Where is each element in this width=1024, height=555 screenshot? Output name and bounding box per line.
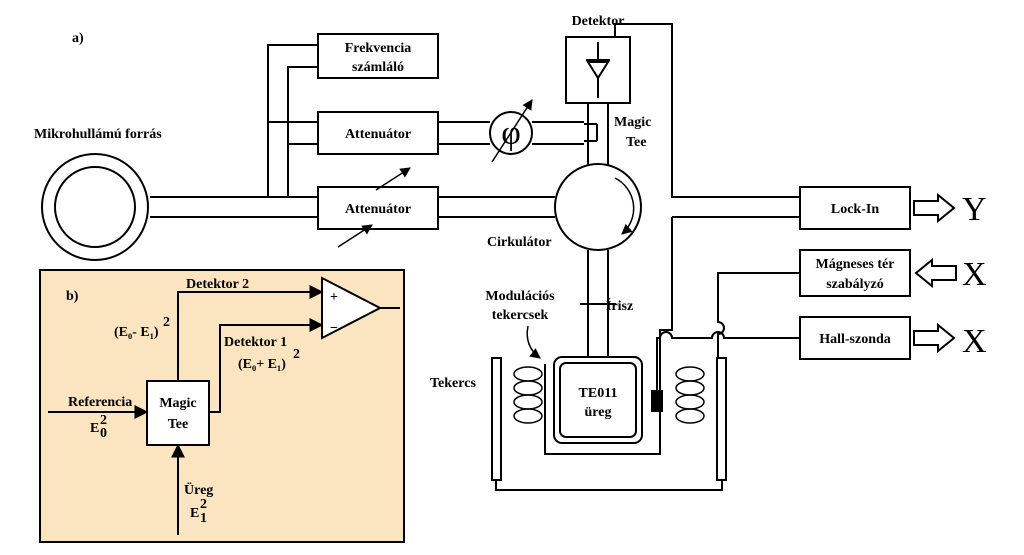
inset-cavity-label: Üreg [184, 481, 213, 498]
microwave-source-label: Mikrohullámú forrás [34, 127, 162, 142]
inset-detector1-line [209, 318, 324, 413]
inset-sum-expr: (E₀+ E₁) [238, 357, 286, 372]
lockin-output-arrow [913, 192, 956, 224]
inset-reference-sup: 2 [100, 413, 107, 428]
diode-icon [586, 42, 610, 98]
attenuator-adjust-arrow-lower [337, 224, 373, 248]
magic-tee-label-1: Magic [614, 115, 651, 130]
attenuator-top-box [317, 111, 439, 155]
inset-diff-expr: (E₀- E₁) [114, 325, 159, 340]
inset-cavity-sup: 2 [200, 497, 207, 512]
magnet-pole-right [716, 357, 727, 481]
inset-reference-e: E [90, 421, 99, 436]
circulator-direction-arrow [614, 177, 635, 235]
lockin-box [799, 186, 911, 230]
magnet-pole-left [491, 357, 502, 481]
field-controller-wire [717, 272, 800, 358]
attenuator-adjust-arrow-upper [375, 167, 411, 191]
hall-probe-output-arrow [913, 322, 956, 354]
inset-minus-sign: − [330, 321, 338, 336]
attenuator-bottom-box [317, 186, 439, 230]
attenuator-top-label: Attenuátor [345, 127, 411, 142]
magic-tee-label-2: Tee [626, 135, 646, 150]
inset-magic-tee-box [146, 380, 210, 446]
part-a-label: a) [72, 31, 84, 46]
phase-adjust-arrow [491, 99, 533, 163]
inset-reference-label: Referencia [68, 395, 132, 410]
circulator [554, 163, 642, 251]
inset-sum-square: 2 [293, 347, 300, 362]
inset-reference-sub: 0 [100, 426, 107, 441]
input-x-label: X [962, 256, 987, 293]
field-controller-label-1: Mágneses tér [816, 257, 895, 272]
magic-tee-symbol [584, 123, 598, 142]
inset-magic-tee-label-2: Tee [168, 417, 188, 432]
inset-diff-square: 2 [163, 315, 170, 330]
inset-magic-tee-label-1: Magic [159, 396, 196, 411]
hall-probe-box [799, 316, 911, 360]
attenuator-bottom-label: Attenuátor [345, 202, 411, 217]
hall-probe-element [651, 390, 663, 412]
inset-comparator [321, 276, 383, 340]
hall-probe-label: Hall-szonda [819, 332, 891, 347]
part-b-label: b) [66, 289, 79, 304]
modulation-coils-label-2: tekercsek [492, 308, 549, 323]
cavity-label-1: TE011 [579, 386, 618, 401]
coil-label: Tekercs [430, 376, 476, 391]
lockin-label: Lock-In [831, 202, 879, 217]
cavity-label-2: üreg [585, 405, 612, 420]
iris-label: Írisz [606, 297, 633, 314]
field-controller-label-2: szabályzó [826, 277, 884, 292]
inset-detector2-label: Detektor 2 [186, 277, 249, 292]
magnet-yoke-wire [495, 480, 723, 491]
output-x-label: X [962, 323, 987, 360]
inset-detector1-label: Detektor 1 [224, 335, 287, 350]
detector-label: Detektor [572, 14, 625, 29]
inset-cavity-e: E [190, 506, 199, 521]
microwave-source [41, 153, 149, 261]
inset-cavity-sub: 1 [200, 511, 207, 526]
modulation-coil-right [675, 366, 705, 424]
frequency-counter-box [317, 33, 439, 79]
field-controller-input-arrow [914, 257, 957, 289]
cavity-inner [559, 362, 637, 438]
modulation-coils-label-1: Modulációs [485, 289, 555, 304]
detector-signal-line [614, 23, 800, 198]
output-y-label: Y [962, 191, 987, 228]
hall-probe-wire [656, 331, 800, 390]
circulator-label: Cirkulátor [487, 235, 552, 250]
field-controller-box [799, 249, 911, 297]
modulation-coil-left [513, 366, 543, 424]
modulation-coils-pointer [526, 325, 541, 359]
frequency-counter-label-2: számláló [352, 60, 404, 75]
frequency-counter-label-1: Frekvencia [345, 41, 412, 56]
inset-detector2-line [177, 285, 324, 381]
inset-plus-sign: + [330, 290, 338, 305]
